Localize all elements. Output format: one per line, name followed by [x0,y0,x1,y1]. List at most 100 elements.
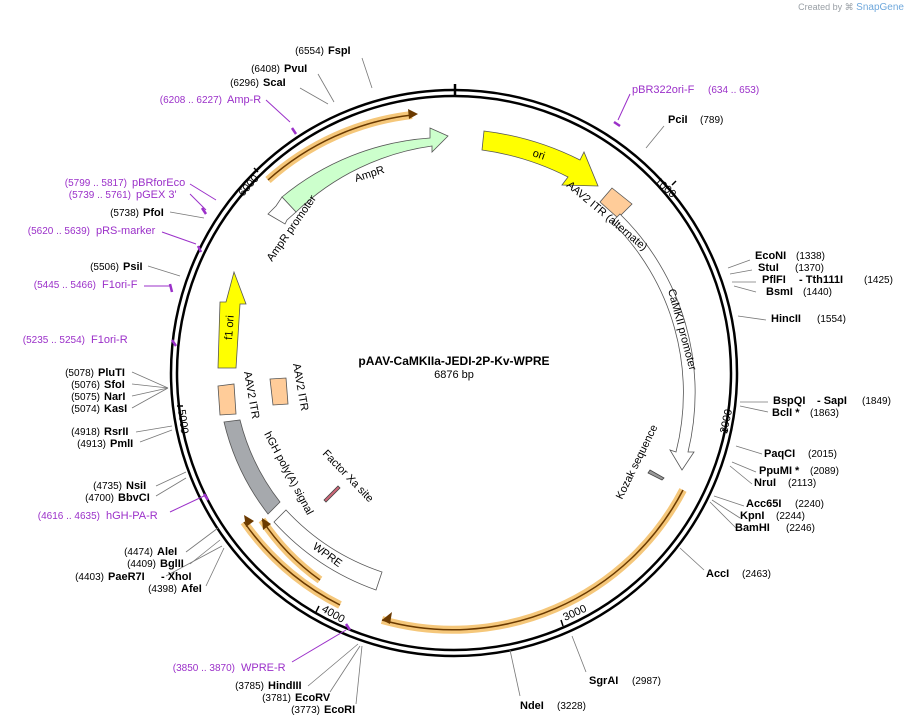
site-bspqi[interactable]: BspQI [773,395,805,407]
feature-label-aav2-itr-left: AAV2 ITR [241,370,261,419]
feature-ori[interactable] [481,130,599,187]
site-pos-sfoi: (5076) [71,380,100,391]
primer-labels: pBR322ori-F (634 .. 653) (6208 .. 6227) … [23,84,759,674]
site-pos-hincii: (1554) [817,314,846,325]
site-sgrai[interactable]: SgrAI [589,675,618,687]
primer-range-hgh-pa-r: (4616 .. 4635) [38,511,100,522]
site-acci[interactable]: AccI [706,568,729,580]
site-pos-rsrii: (4918) [71,427,100,438]
site-pmli[interactable]: PmlI [110,438,133,450]
site-pos-ecori: (3773) [291,705,320,716]
site-sfoi[interactable]: SfoI [104,379,125,391]
site-alei[interactable]: AleI [157,546,177,558]
site-bglii[interactable]: BglII [160,558,184,570]
tick-mark-1000 [671,180,677,186]
feature-ampr[interactable] [281,127,449,213]
site-ppumi[interactable]: PpuMI * [759,465,800,477]
primer-range-f1ori-f: (5445 .. 5466) [34,280,96,291]
orf-arrowhead-left-inner [262,518,271,530]
site-pos-hindiii: (3785) [235,681,264,692]
site-econi[interactable]: EcoNI [755,250,786,262]
site-bamhi[interactable]: BamHI [735,522,770,534]
orf-arrowhead-left-outer [244,515,254,527]
site-bsmi[interactable]: BsmI [766,286,793,298]
site-pos-pfoi: (5738) [110,208,139,219]
site-pos-paqci: (2015) [808,449,837,460]
site-nsii[interactable]: NsiI [126,480,146,492]
orf-arcs [240,109,687,634]
site-psii[interactable]: PsiI [123,261,143,273]
site-kpni[interactable]: KpnI [740,510,764,522]
orf-arrowhead-bottom [382,612,392,624]
primer-pbrforeco[interactable]: pBRforEco [132,177,185,189]
site-pos-ppumi: (2089) [810,466,839,477]
site-hincii[interactable]: HincII [771,313,801,325]
site-ecorv[interactable]: EcoRV [295,692,331,704]
primer-range-pbrforeco: (5799 .. 5817) [65,178,127,189]
site-pos-bsmi: (1440) [803,287,832,298]
feature-aav2-itr-inner[interactable] [269,377,289,406]
site-pos-bbvci: (4700) [85,493,114,504]
site-hindiii[interactable]: HindIII [268,680,302,692]
site-nrui[interactable]: NruI [754,477,776,489]
site-kasi[interactable]: KasI [104,403,127,415]
primer-pgex3[interactable]: pGEX 3' [136,189,177,201]
feature-f1-ori[interactable] [217,270,247,369]
feature-ampr-promoter[interactable] [267,196,297,225]
site-afei[interactable]: AfeI [181,583,202,595]
feature-aav2-itr-left[interactable] [217,383,237,416]
site-pos-bglii: (4409) [127,559,156,570]
feature-label-kozak: Kozak sequence [614,423,660,501]
site-pflfi[interactable]: PflFI [762,274,786,286]
site-nari[interactable]: NarI [104,391,125,403]
primer-range-pgex3: (5739 .. 5761) [69,190,131,201]
primer-prs-marker[interactable]: pRS-marker [96,225,156,237]
site-scai[interactable]: ScaI [263,77,286,89]
site-bbvci[interactable]: BbvCI [118,492,150,504]
site-paer7i[interactable]: PaeR7I [108,571,145,583]
tick-2000: 2000 [718,408,735,434]
site-pos-pluti: (5078) [65,368,94,379]
primer-f1ori-r[interactable]: F1ori-R [91,334,128,346]
primer-f1ori-f[interactable]: F1ori-F [102,279,138,291]
primer-pbr322ori-f[interactable]: pBR322ori-F [632,84,695,96]
snapgene-logo-icon: ⌘ [844,2,854,12]
feature-kozak[interactable] [647,469,665,481]
primer-amp-r[interactable]: Amp-R [227,94,261,106]
site-pfoi[interactable]: PfoI [143,207,164,219]
site-tth111i[interactable]: - Tth111I [799,274,843,286]
feature-hgh-polya[interactable] [223,419,281,515]
site-pos-tth111i: (1425) [864,275,893,286]
plasmid-size: 6876 bp [434,369,474,381]
site-xhoi[interactable]: - XhoI [161,571,192,583]
primer-wpre-r[interactable]: WPRE-R [241,662,286,674]
site-acc65i[interactable]: Acc65I [746,498,781,510]
site-pos-nari: (5075) [71,392,100,403]
site-pluti[interactable]: PluTI [98,367,125,379]
site-stui[interactable]: StuI [758,262,779,274]
primer-range-prs-marker: (5620 .. 5639) [28,226,90,237]
site-ecori[interactable]: EcoRI [324,704,355,716]
site-rsrii[interactable]: RsrII [104,426,128,438]
site-pcii[interactable]: PciI [668,114,688,126]
site-pos-fspi: (6554) [295,46,324,57]
site-pos-pcii: (789) [700,115,723,126]
site-sapi[interactable]: - SapI [817,395,847,407]
site-pos-scai: (6296) [230,78,259,89]
orf-arrowhead-top [408,109,418,119]
site-fspi[interactable]: FspI [328,45,351,57]
feature-wpre[interactable] [273,509,383,591]
site-bcli[interactable]: BclI * [772,407,800,419]
site-pos-sapi: (1849) [862,396,891,407]
site-ndei[interactable]: NdeI [520,700,544,712]
tick-labels: 1000 2000 3000 4000 5000 6000 [175,167,735,627]
site-pos-bamhi: (2246) [786,523,815,534]
feature-camkii-promoter[interactable] [611,213,696,471]
site-pvui[interactable]: PvuI [284,63,307,75]
primer-connectors [144,93,631,663]
primer-hgh-pa-r[interactable]: hGH-PA-R [106,510,158,522]
feature-factor-xa[interactable] [323,485,341,503]
site-pos-alei: (4474) [124,547,153,558]
site-paqci[interactable]: PaqCI [764,448,795,460]
tick-mark-6000 [253,167,259,173]
